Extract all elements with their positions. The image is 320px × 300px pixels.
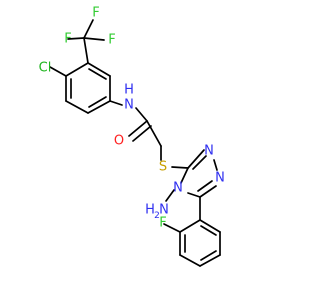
atom-nh-n: N xyxy=(124,98,134,113)
atom-triazole-n-right: N xyxy=(215,171,225,186)
atom-f-right: F xyxy=(108,33,115,48)
bond-ring1-f xyxy=(87,62,111,77)
bond-ring1-a xyxy=(65,62,89,77)
atom-label-layer: F F F Cl N H O S N N N H N 2 F xyxy=(39,6,225,231)
bond-ring1-d xyxy=(87,100,111,114)
atom-o: O xyxy=(114,134,124,149)
atom-f-left: F xyxy=(64,32,71,47)
bond-s-triazole xyxy=(171,166,189,169)
bond-ring2-f-sub xyxy=(163,223,181,233)
bond-triazole-n1-c5 xyxy=(199,185,217,198)
bond-triazole-n2-n1 xyxy=(213,159,218,171)
bond-triazole-c3-n2 xyxy=(187,149,205,169)
bond-triazole-n4-c3 xyxy=(180,167,189,184)
bond-ring1-d-inner xyxy=(88,96,107,108)
bond-ring-nh xyxy=(109,100,123,106)
atom-triazole-n4: N xyxy=(173,181,183,196)
bond-ring2-c xyxy=(179,254,201,267)
molecule-structure-diagram: F F F Cl N H O S N N N H N 2 F xyxy=(39,6,225,267)
bond-triazole-n1-c5-inner xyxy=(197,180,213,192)
atom-triazole-n-top: N xyxy=(204,144,214,159)
bond-carbonyl-ch2 xyxy=(146,120,162,147)
bond-carbonyl-o-1 xyxy=(128,120,148,137)
atom-nh2-subscript: 2 xyxy=(154,211,160,221)
bond-cf3-ring xyxy=(83,37,89,64)
bond-ring2-f xyxy=(199,219,221,233)
bond-layer xyxy=(49,19,221,267)
bond-cf3-f-right xyxy=(83,37,105,41)
bond-ring2-a xyxy=(179,219,201,233)
atom-nh2-h: H xyxy=(145,203,155,218)
atom-nh-h: H xyxy=(124,83,134,98)
bond-carbonyl-o-2 xyxy=(132,125,152,142)
bond-cf3-f-top xyxy=(83,19,94,39)
bond-ring1-f-inner xyxy=(88,68,107,80)
bond-n4-nh2 xyxy=(165,189,175,202)
bond-nh-carbonyl xyxy=(135,107,148,122)
bond-ring2-d xyxy=(199,254,221,267)
bond-cf3-f-left xyxy=(67,37,85,40)
bond-ring2-f-inner xyxy=(200,225,217,236)
atom-nh2-n: N xyxy=(159,203,169,218)
atom-f-ortho: F xyxy=(159,216,166,231)
bond-ring2-d-inner xyxy=(200,250,217,261)
atom-s: S xyxy=(159,160,167,175)
atom-cl: Cl xyxy=(39,61,52,76)
bond-ring1-c xyxy=(65,100,89,114)
bond-triazole-c3-n2-inner xyxy=(192,155,207,170)
atom-f-top: F xyxy=(92,6,99,21)
bond-ring-cl xyxy=(49,66,67,77)
bond-triazole-c5-n4 xyxy=(187,192,201,198)
